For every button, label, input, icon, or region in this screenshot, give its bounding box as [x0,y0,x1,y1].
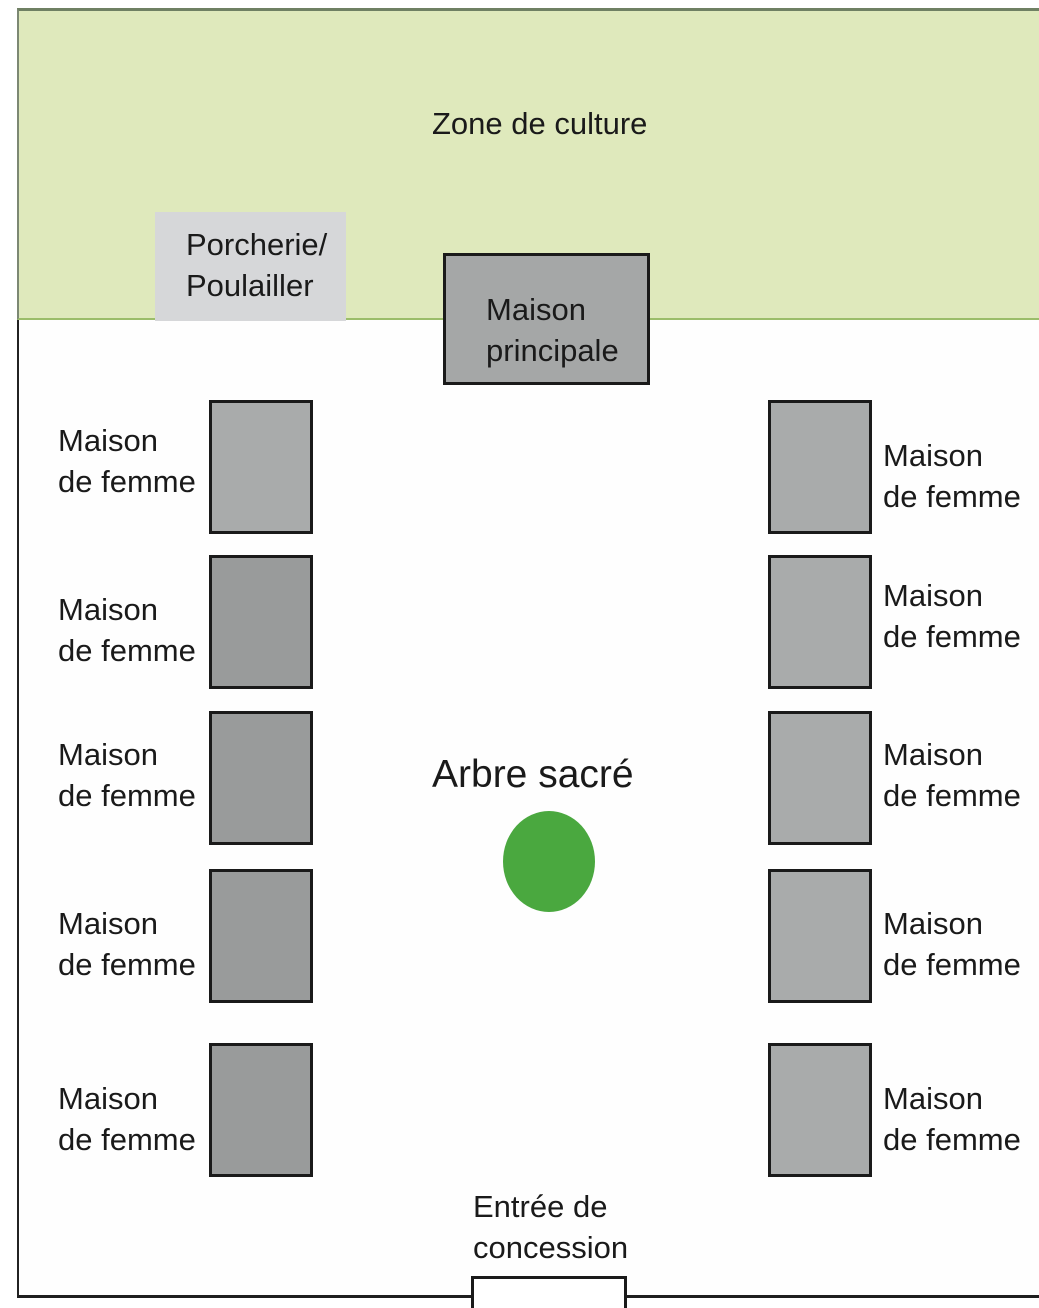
left-wife-house-2 [209,555,313,689]
compound-entrance [471,1276,627,1308]
pig-pen: Porcherie/ Poulailler [155,212,346,321]
left-wife-house-label-4: Maison de femme [58,906,196,982]
entrance-label: Entrée de concession [473,1189,629,1265]
right-wife-house-3 [768,711,872,845]
main-house-label: Maison principale [486,292,619,368]
right-wife-house-4 [768,869,872,1003]
right-wife-house-label-1: Maison de femme [883,438,1021,514]
left-wife-house-label-1: Maison de femme [58,423,196,499]
right-wife-house-2 [768,555,872,689]
right-wife-house-5 [768,1043,872,1177]
main-house: Maison principale [443,253,650,385]
right-wife-house-label-5: Maison de femme [883,1081,1021,1157]
right-wife-house-1 [768,400,872,534]
left-wife-house-3 [209,711,313,845]
right-wife-house-label-4: Maison de femme [883,906,1021,982]
left-wife-house-4 [209,869,313,1003]
left-wife-house-1 [209,400,313,534]
left-wife-house-label-2: Maison de femme [58,592,196,668]
left-wife-house-label-5: Maison de femme [58,1081,196,1157]
left-wife-house-label-3: Maison de femme [58,737,196,813]
sacred-tree-label: Arbre sacré [432,753,634,796]
sacred-tree-icon [503,811,595,912]
right-wife-house-label-2: Maison de femme [883,578,1021,654]
left-wife-house-5 [209,1043,313,1177]
right-wife-house-label-3: Maison de femme [883,737,1021,813]
pig-pen-label: Porcherie/ Poulailler [186,227,328,303]
culture-zone-label: Zone de culture [432,106,648,141]
